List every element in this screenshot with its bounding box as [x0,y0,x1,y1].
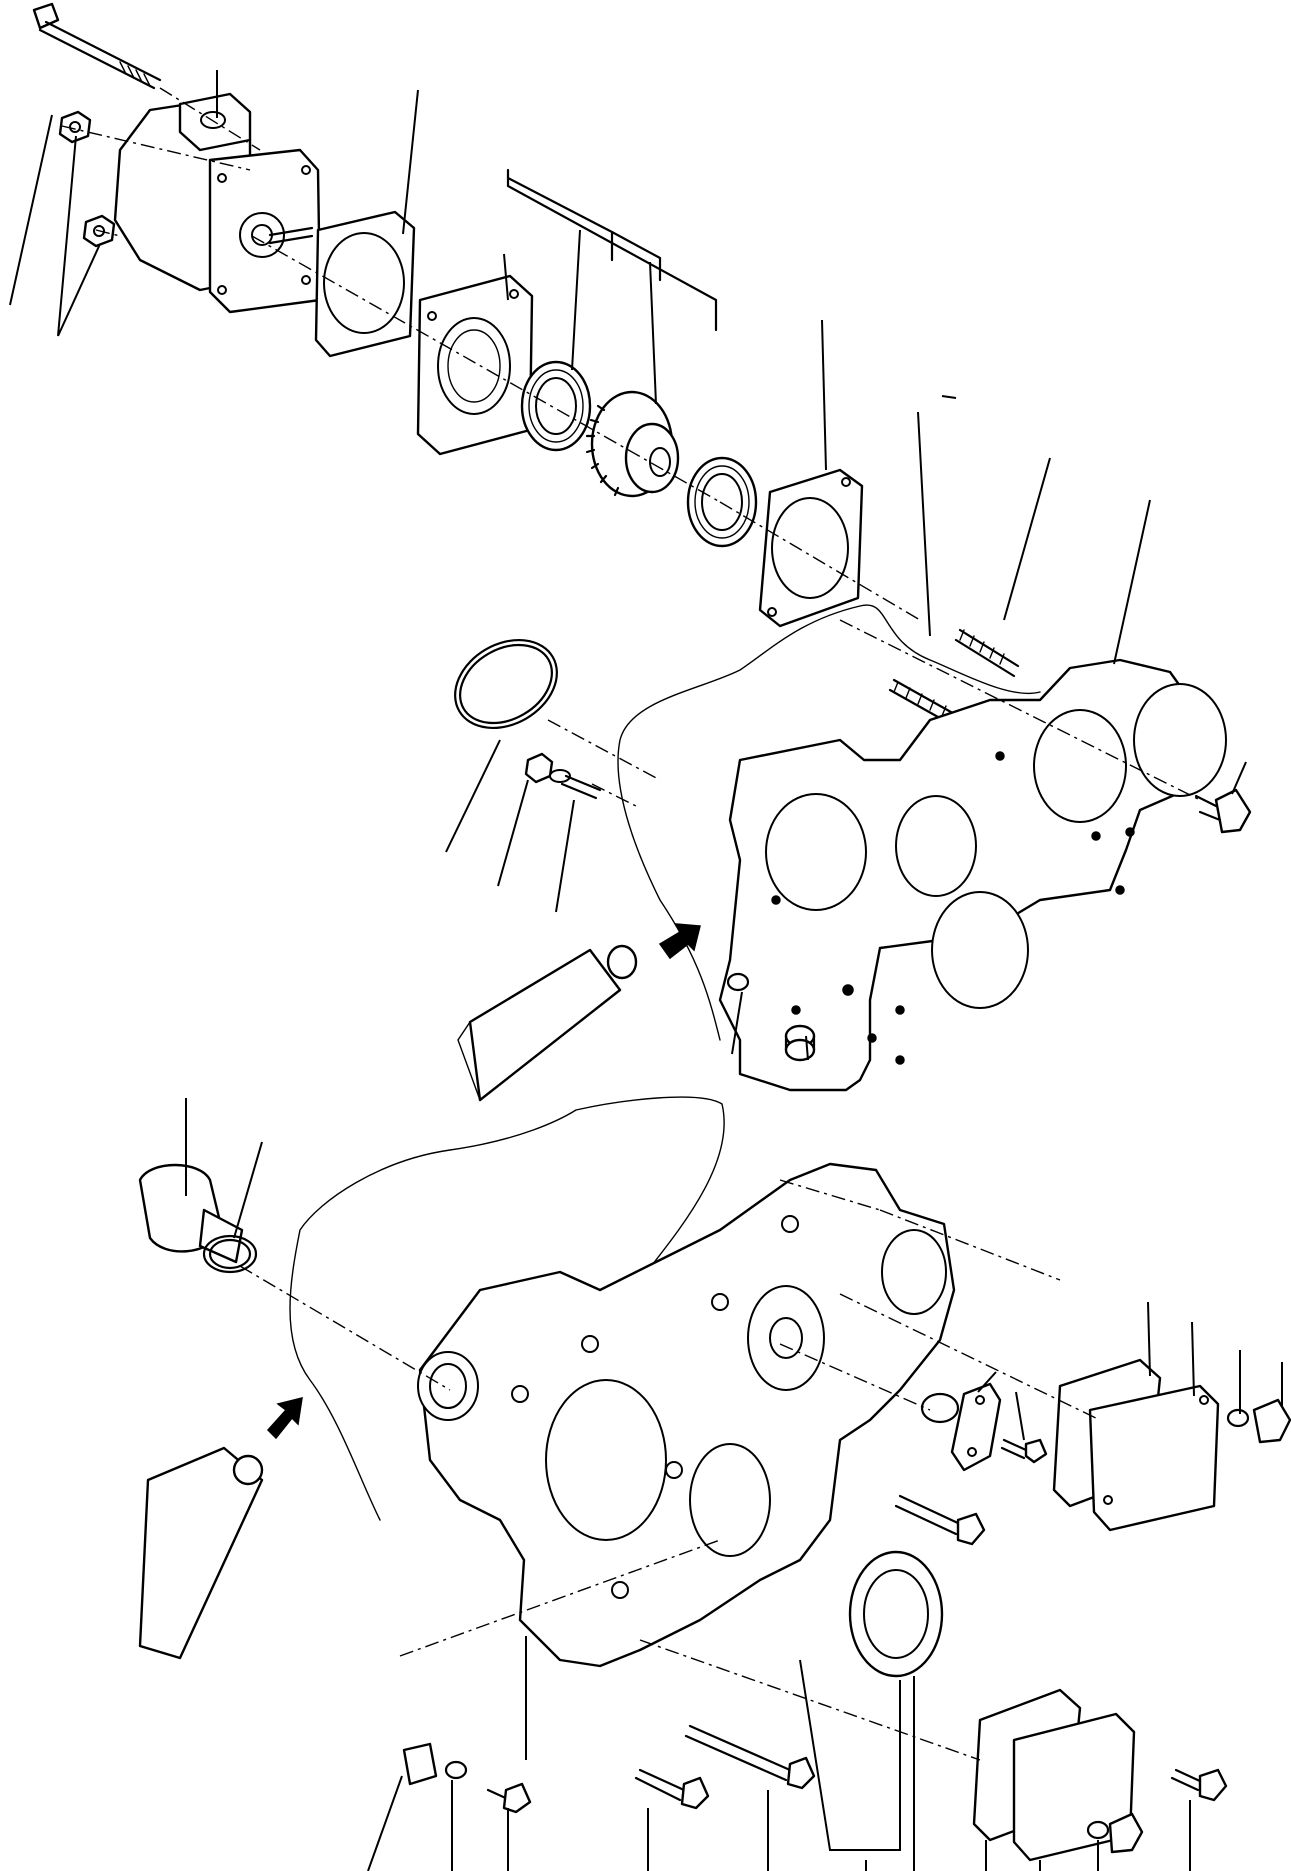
hydraulic-pump [113,92,322,314]
bolt [684,1724,816,1790]
stud-bolt [954,628,1020,678]
sealant-tube [457,944,638,1102]
washer [444,1760,468,1780]
dowel-pin [402,1742,438,1786]
bolt [524,752,602,800]
washer [1086,1820,1110,1840]
bolt [634,1768,710,1810]
long-bolt [32,2,162,90]
filler-cap [138,1163,258,1274]
bolt [1108,1812,1144,1854]
front-plate-assembly [445,411,1252,1102]
ball-bearing [686,456,758,548]
side-cover [1088,1384,1220,1532]
bolt [1194,788,1252,834]
gear-case-assembly [138,1096,1291,1871]
sealant-tube [138,1446,264,1660]
dowel-pin [784,1024,816,1062]
nut [58,110,92,144]
ball-bearing [520,360,592,452]
o-ring [726,972,750,992]
bolt [1170,1768,1228,1802]
bolt [1000,1438,1048,1464]
bearing-housing [416,274,534,456]
pump-assembly [9,2,957,628]
cover-plate [950,1382,1002,1472]
bolt [894,1494,986,1546]
gasket [314,210,416,358]
bolt [486,1782,532,1814]
spur-gear [585,390,680,498]
timing-gear-case [417,1162,956,1668]
oil-seal [848,1550,944,1678]
washer [1226,1408,1250,1428]
gasket [758,468,864,628]
o-ring [920,1392,960,1424]
bolt [1252,1398,1291,1444]
front-plate [718,658,1227,1092]
o-ring [454,638,558,730]
